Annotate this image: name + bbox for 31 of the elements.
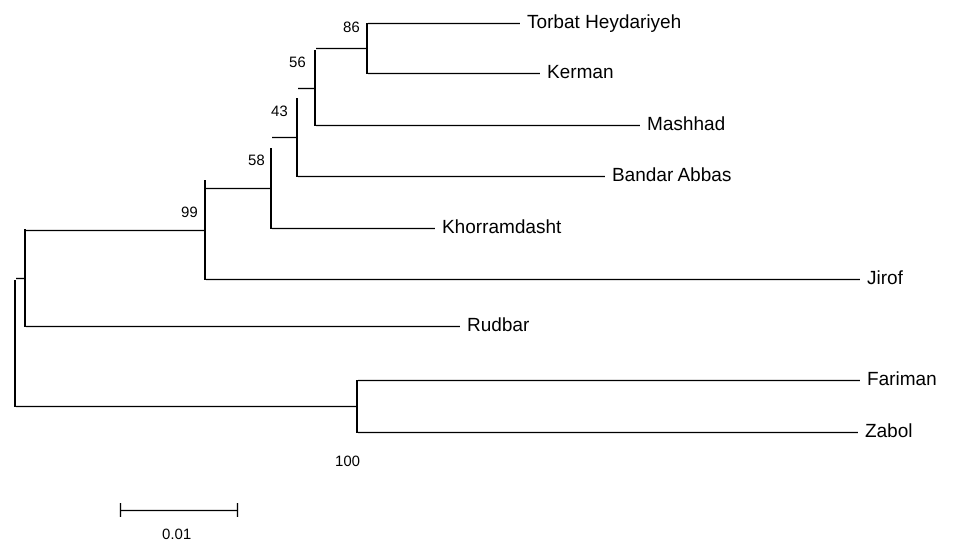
taxon-label: Zabol <box>858 421 913 443</box>
tree-branch <box>368 22 520 24</box>
bootstrap-value: 99 <box>181 205 198 221</box>
tree-branch <box>298 88 314 90</box>
taxon-label: Rudbar <box>460 315 530 337</box>
tree-branch <box>298 176 605 178</box>
bootstrap-value: 100 <box>335 454 360 470</box>
tree-branch <box>272 228 435 230</box>
taxon-label: Mashhad <box>640 114 726 136</box>
tree-branch <box>316 48 366 50</box>
taxon-label: Torbat Heydariyeh <box>520 12 682 34</box>
bootstrap-value: 56 <box>289 55 306 71</box>
taxon-label: Kerman <box>540 62 614 84</box>
tree-branch <box>368 72 540 74</box>
tree-branch <box>26 326 460 328</box>
bootstrap-value: 58 <box>248 153 265 169</box>
tree-branch <box>206 278 860 280</box>
tree-branch <box>272 136 296 138</box>
bootstrap-value: 43 <box>271 104 288 120</box>
tree-branch <box>206 188 270 190</box>
taxon-label: Fariman <box>860 369 937 391</box>
scale-value: 0.01 <box>162 527 192 543</box>
tree-branch <box>316 124 640 126</box>
tree-branch <box>358 432 858 434</box>
tree-branch <box>26 230 204 232</box>
taxon-label: Khorramdasht <box>435 217 562 239</box>
bootstrap-value: 86 <box>343 20 360 36</box>
tree-branch <box>358 380 860 382</box>
taxon-label: Jirof <box>860 268 903 290</box>
taxon-label: Bandar Abbas <box>605 165 732 187</box>
tree-branch <box>16 406 356 408</box>
